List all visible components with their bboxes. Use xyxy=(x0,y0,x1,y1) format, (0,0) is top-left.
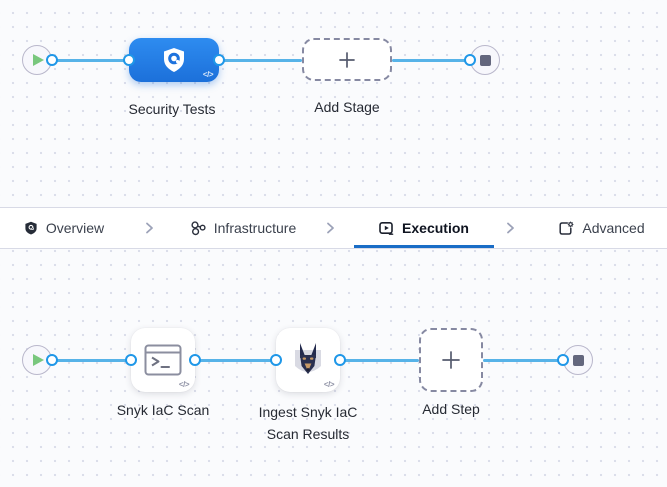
chevron-right-icon xyxy=(503,221,517,235)
connector-port[interactable] xyxy=(334,354,346,366)
step-label: Snyk IaC Scan xyxy=(116,402,210,418)
tab-label: Infrastructure xyxy=(213,220,297,236)
step-end-node xyxy=(563,345,593,375)
tab-label: Advanced xyxy=(582,220,645,236)
tab-infrastructure[interactable]: Infrastructure xyxy=(178,208,308,248)
connector-port[interactable] xyxy=(213,54,225,66)
stage-label: Security Tests xyxy=(128,101,216,117)
advanced-icon xyxy=(558,220,574,236)
connector-line xyxy=(340,358,419,362)
connector-line xyxy=(52,58,134,62)
step-card-snyk-iac-scan[interactable]: </> xyxy=(131,328,195,392)
chevron-right-icon xyxy=(142,221,156,235)
connector-line xyxy=(52,358,131,362)
add-step-label: Add Step xyxy=(422,401,480,417)
tab-label: Overview xyxy=(45,220,105,236)
connector-port[interactable] xyxy=(189,354,201,366)
connector-line xyxy=(195,358,277,362)
connector-port[interactable] xyxy=(46,354,58,366)
infrastructure-icon xyxy=(190,220,206,236)
connector-line xyxy=(219,58,302,62)
stage-tabbar: Overview Infrastructure xyxy=(0,207,667,249)
add-stage-label: Add Stage xyxy=(314,99,380,115)
connector-port[interactable] xyxy=(270,354,282,366)
add-stage-button[interactable] xyxy=(302,38,392,81)
connector-line xyxy=(392,58,470,62)
connector-port[interactable] xyxy=(557,354,569,366)
tab-advanced[interactable]: Advanced xyxy=(536,208,667,248)
chevron-right-icon xyxy=(323,221,337,235)
code-icon: </> xyxy=(202,70,214,79)
shield-icon xyxy=(24,221,38,235)
execution-icon xyxy=(379,221,394,236)
step-card-ingest-snyk-results[interactable]: </> xyxy=(276,328,340,392)
add-step-button[interactable] xyxy=(419,328,483,392)
security-shield-icon xyxy=(161,47,187,73)
tab-label: Execution xyxy=(402,220,469,236)
connector-port[interactable] xyxy=(46,54,58,66)
snyk-dog-icon xyxy=(291,341,325,379)
stop-icon xyxy=(572,354,584,366)
play-icon xyxy=(33,54,44,66)
code-icon: </> xyxy=(323,380,335,389)
active-tab-underline xyxy=(354,245,494,248)
code-icon: </> xyxy=(178,380,190,389)
connector-port[interactable] xyxy=(464,54,476,66)
connector-line xyxy=(483,358,563,362)
terminal-icon xyxy=(144,344,182,376)
tab-overview[interactable]: Overview xyxy=(0,208,128,248)
stop-icon xyxy=(479,54,491,66)
step-label: Ingest Snyk IaC Scan Results xyxy=(258,404,358,442)
tab-execution[interactable]: Execution xyxy=(354,208,494,248)
connector-port[interactable] xyxy=(125,354,137,366)
play-icon xyxy=(33,354,44,366)
connector-port[interactable] xyxy=(123,54,135,66)
plus-icon xyxy=(336,49,358,71)
stage-card-security-tests[interactable]: </> xyxy=(129,38,219,82)
plus-icon xyxy=(439,348,463,372)
